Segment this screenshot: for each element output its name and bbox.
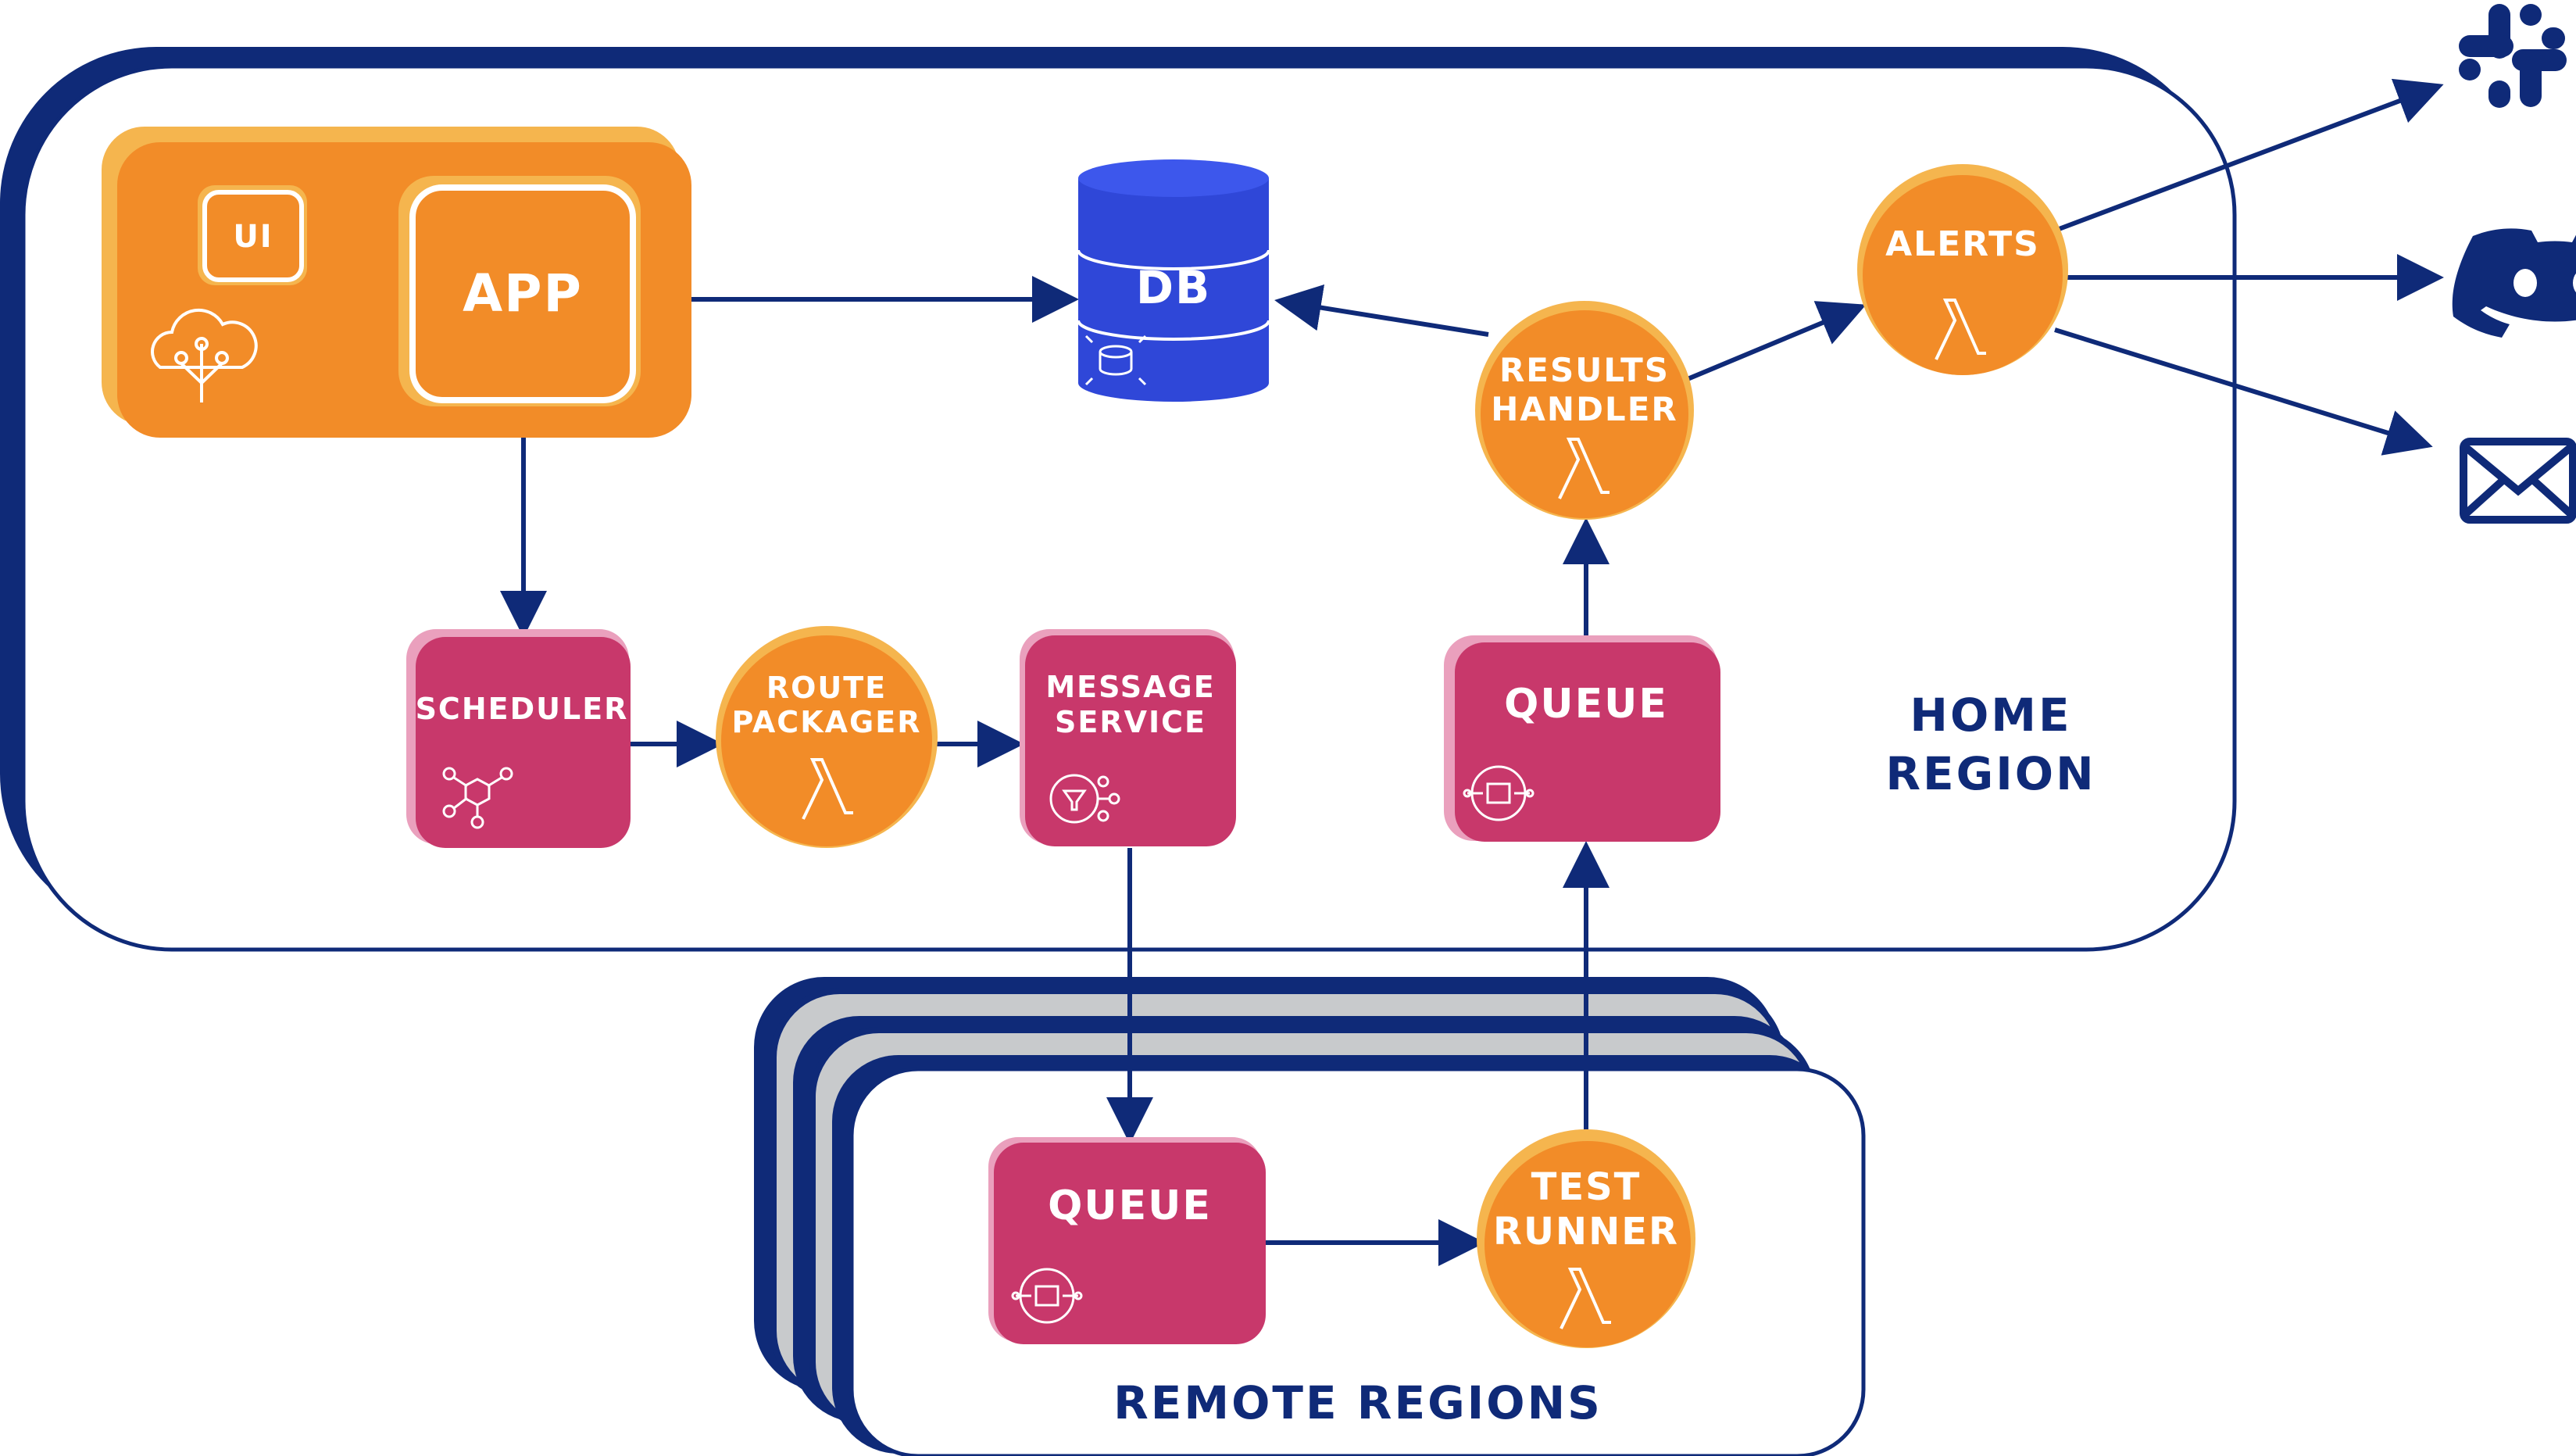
message-service-line2: SERVICE [1055,705,1206,739]
slack-icon [2459,4,2567,108]
discord-icon [2452,228,2576,338]
eventbridge-icon [442,767,513,829]
database-icon [1084,334,1147,386]
route-packager-line1: ROUTE [766,671,887,705]
lambda-icon [1935,299,1986,360]
mail-icon [2460,438,2576,524]
lambda-icon [802,758,853,820]
scheduler-node: SCHEDULER [406,629,631,848]
remote-regions: REMOTE REGIONS [754,977,1866,1456]
route-packager-node: ROUTE PACKAGER [716,626,938,848]
scheduler-label: SCHEDULER [416,692,629,726]
ui-box: UI [198,185,307,285]
lambda-icon [1560,1268,1611,1329]
lambda-icon [1558,438,1610,499]
route-packager-line2: PACKAGER [732,705,922,739]
remote-regions-label: REMOTE REGIONS [1113,1376,1602,1429]
test-runner-line1: TEST [1531,1165,1642,1209]
alerts-node: ALERTS [1857,164,2068,375]
alerts-to-mail-arrow [2054,327,2433,456]
home-region-label-line2: REGION [1885,747,2095,800]
db-label: DB [1136,261,1211,314]
alerts-label: ALERTS [1885,224,2040,264]
sns-icon [1049,774,1120,824]
home-queue-node: QUEUE [1444,635,1720,842]
test-runner-line2: RUNNER [1493,1210,1679,1254]
alerts-to-slack-arrow [2053,78,2444,233]
test-runner-node: TEST RUNNER [1477,1129,1695,1348]
ui-label: UI [233,219,273,255]
sqs-icon [1011,1268,1083,1324]
results-to-alerts-arrow [1682,301,1867,383]
results-handler-node: RESULTS HANDLER [1475,301,1694,520]
sqs-icon [1463,765,1535,821]
app-group: UI APP [102,127,691,438]
message-service-node: MESSAGE SERVICE [1020,629,1236,846]
app-label: APP [463,263,583,324]
db-node: DB [1077,159,1270,402]
message-service-line1: MESSAGE [1045,670,1215,704]
cloud-tree-icon [151,308,258,402]
results-handler-line2: HANDLER [1491,390,1677,428]
remote-queue-node: QUEUE [988,1137,1266,1344]
results-to-db-arrow [1274,284,1489,337]
home-region-label-line1: HOME [1910,689,2071,742]
app-box: APP [398,176,641,406]
home-queue-label: QUEUE [1504,681,1668,728]
remote-queue-label: QUEUE [1048,1182,1212,1229]
results-handler-line1: RESULTS [1499,351,1670,389]
